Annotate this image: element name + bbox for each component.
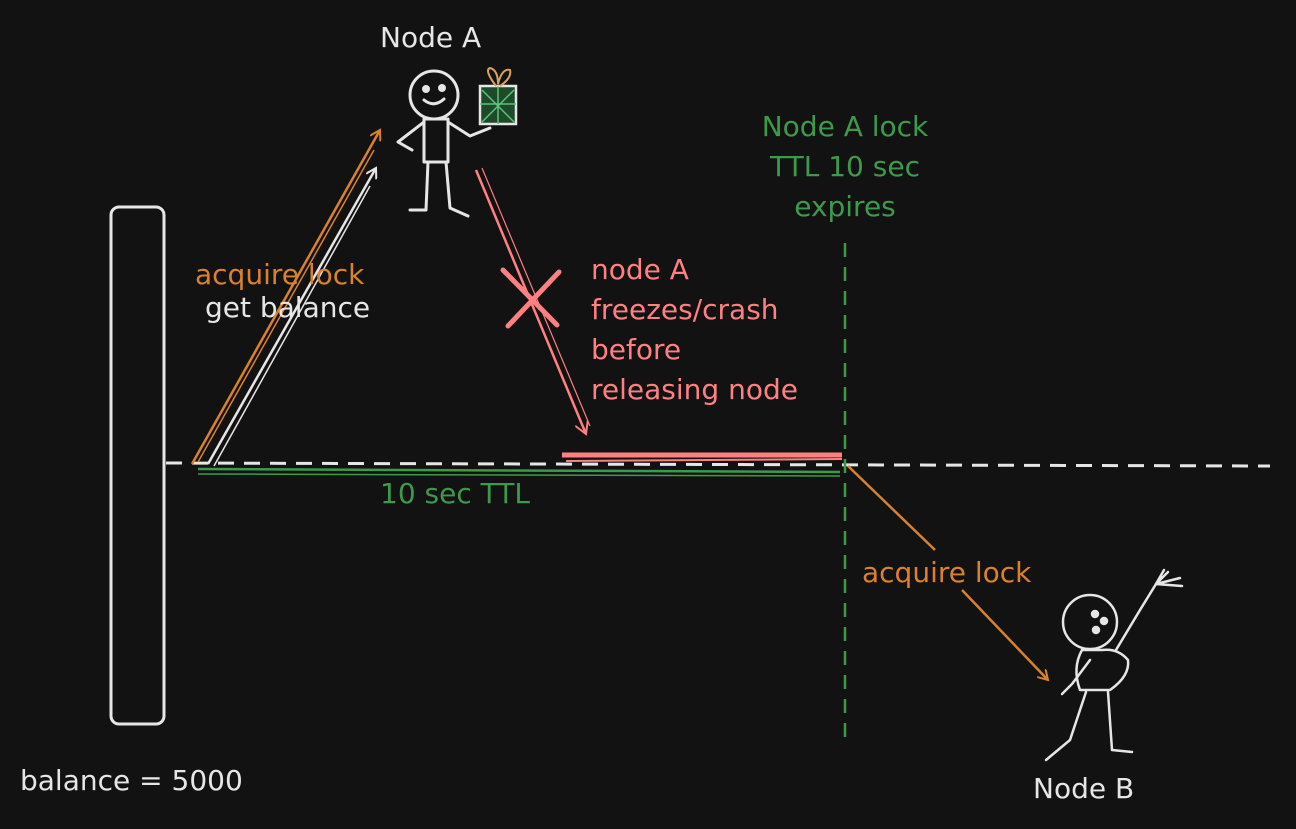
crash-note-line: node A bbox=[591, 253, 689, 286]
crash-note-line: before bbox=[591, 333, 682, 366]
ttl-label: 10 sec TTL bbox=[380, 477, 530, 510]
balance-label: balance = 5000 bbox=[20, 764, 243, 797]
expiry-note-line: expires bbox=[794, 190, 896, 223]
lock-held-bar bbox=[562, 452, 843, 462]
acquire-lock-label: acquire lock bbox=[195, 258, 365, 291]
get-balance-arrow bbox=[206, 168, 376, 467]
crash-note-line: releasing node bbox=[591, 373, 798, 406]
ttl-bar bbox=[197, 467, 841, 477]
node-b-acquire-label: acquire lock bbox=[862, 556, 1032, 589]
get-balance-label: get balance bbox=[205, 291, 371, 324]
crash-x-icon bbox=[500, 267, 562, 329]
node-a-label: Node A bbox=[380, 21, 482, 54]
gift-icon bbox=[478, 66, 518, 126]
node-b-label: Node B bbox=[1033, 772, 1135, 805]
expiry-note: Node A lock TTL 10 sec expires bbox=[735, 107, 955, 227]
expiry-note-line: TTL 10 sec bbox=[770, 150, 920, 183]
node-b-acquire-arrow bbox=[847, 465, 1048, 680]
crash-note: node A freezes/crash before releasing no… bbox=[591, 250, 798, 410]
crash-note-line: freezes/crash bbox=[591, 293, 779, 326]
node-b-figure bbox=[1044, 568, 1184, 762]
storage-column bbox=[109, 205, 166, 726]
expiry-note-line: Node A lock bbox=[761, 110, 929, 143]
timeline bbox=[165, 461, 1271, 468]
acquire-lock-arrow bbox=[190, 130, 380, 465]
node-a-figure bbox=[396, 69, 492, 218]
